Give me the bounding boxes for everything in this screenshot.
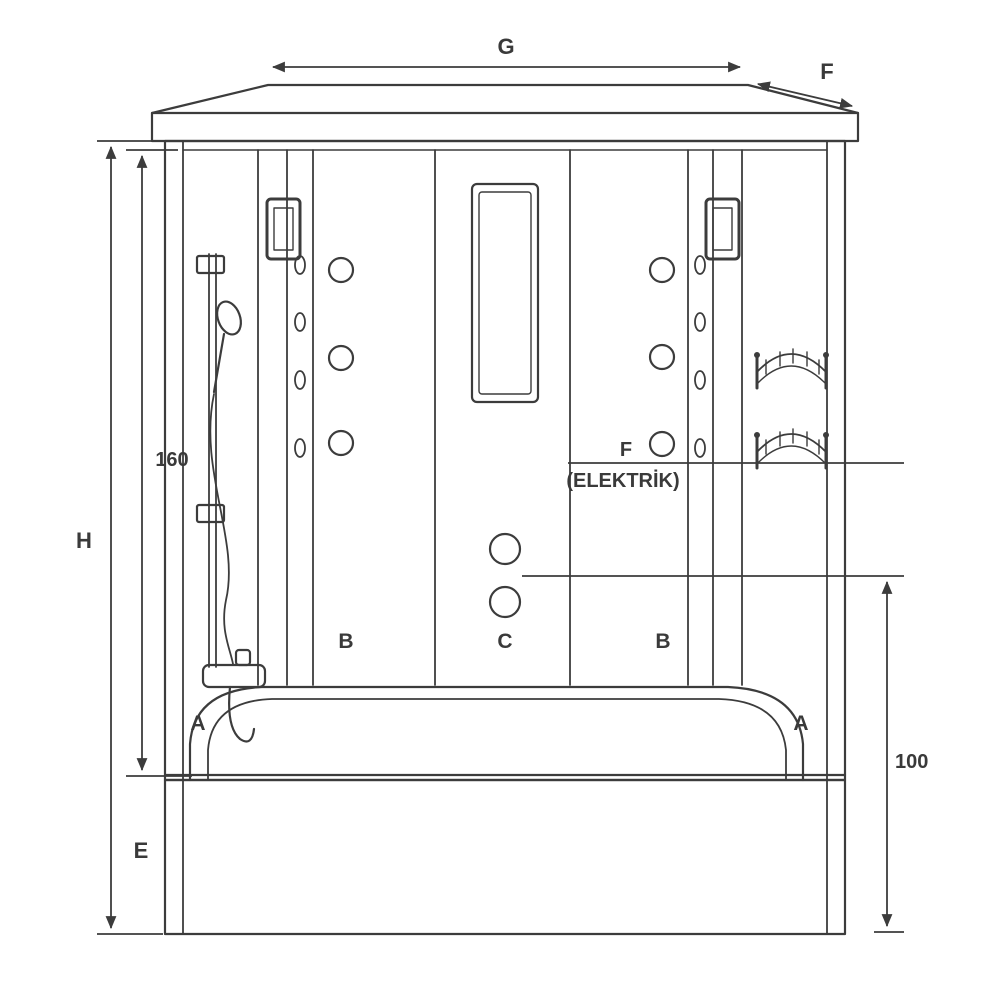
- jet-circle: [327, 344, 355, 372]
- faucet-knob: [234, 648, 252, 667]
- control-panel-outline: [470, 182, 540, 404]
- jet-small: [294, 312, 306, 332]
- dimension-f-arrow: [756, 81, 854, 109]
- jet-circle: [648, 256, 676, 284]
- faucet-spout: [228, 685, 256, 743]
- shelf-post-cap: [823, 352, 829, 358]
- jets-right-strip: [694, 255, 706, 458]
- jet-small: [294, 255, 306, 275]
- jet-small: [294, 370, 306, 390]
- shelf-tray: [756, 365, 827, 385]
- jet-circle-large: [488, 585, 522, 619]
- faucet-body: [201, 663, 267, 689]
- speaker-left-outline: [265, 197, 302, 261]
- jets-left-strip: [294, 255, 306, 458]
- speaker-right-inner: [712, 207, 733, 251]
- shelf-tray: [756, 445, 827, 465]
- dimension-f-top: F: [756, 59, 854, 109]
- rail-top-bracket: [195, 254, 226, 275]
- elektrik-callout: F (ELEKTRİK): [566, 439, 904, 492]
- dimension-e: E: [134, 838, 149, 863]
- panel-labels: A B C B A: [190, 630, 808, 735]
- jet-circle: [648, 343, 676, 371]
- dimension-h: H: [76, 140, 163, 935]
- jet-small: [694, 255, 706, 275]
- dimension-f-label: F: [820, 59, 833, 84]
- cabin-body: [163, 139, 847, 782]
- dimension-100: 100: [522, 575, 928, 933]
- panel-label-a-right: A: [793, 712, 808, 735]
- tub-inner-rim: [207, 698, 787, 781]
- shelf-post-cap: [754, 432, 760, 438]
- tub: [188, 685, 805, 782]
- rail-bottom-bracket: [195, 503, 226, 524]
- dimension-g: G: [271, 34, 742, 73]
- jets-left-panel: [327, 256, 355, 457]
- jets-center: [488, 532, 522, 619]
- speaker-left-inner: [273, 207, 294, 251]
- control-panel: [470, 182, 540, 404]
- base-outline: [163, 778, 847, 936]
- jet-circle: [327, 256, 355, 284]
- jet-circle: [327, 429, 355, 457]
- elektrik-label-text: (ELEKTRİK): [566, 469, 679, 492]
- shower-hose: [209, 393, 234, 665]
- jet-circle: [648, 430, 676, 458]
- shelf-post-cap: [823, 432, 829, 438]
- panel-label-b-left: B: [338, 630, 353, 653]
- dimension-g-label: G: [497, 34, 514, 59]
- dimension-100-label: 100: [895, 751, 928, 773]
- shelf-post-cap: [754, 352, 760, 358]
- dimension-h-label: H: [76, 528, 92, 553]
- panel-label-b-right: B: [655, 630, 670, 653]
- jet-circle-large: [488, 532, 522, 566]
- jet-small: [294, 438, 306, 458]
- panel-label-c: C: [497, 630, 512, 653]
- jets-right-panel: [648, 256, 676, 458]
- jet-small: [694, 438, 706, 458]
- control-panel-inner: [478, 191, 532, 395]
- shower-rail: [195, 253, 242, 668]
- shelf-rail: [756, 353, 827, 373]
- base-skirt: [163, 778, 847, 936]
- speaker-left: [265, 197, 302, 261]
- dimension-e-label: E: [134, 838, 149, 863]
- hand-shower-handle: [212, 332, 226, 394]
- dimension-160: 160: [126, 149, 192, 777]
- speaker-right-outline: [704, 197, 741, 261]
- elektrik-label-f: F: [620, 439, 632, 461]
- tub-outer-rim: [188, 685, 805, 782]
- panel-label-a-left: A: [190, 712, 205, 735]
- faucet: [201, 648, 267, 743]
- roof: [150, 83, 860, 143]
- jet-small: [694, 312, 706, 332]
- corner-shelf-top: [754, 348, 829, 390]
- hand-shower-head: [216, 300, 242, 336]
- shelf-rail: [756, 433, 827, 453]
- speaker-right: [704, 197, 741, 261]
- jet-small: [694, 370, 706, 390]
- dimension-160-label: 160: [155, 449, 188, 471]
